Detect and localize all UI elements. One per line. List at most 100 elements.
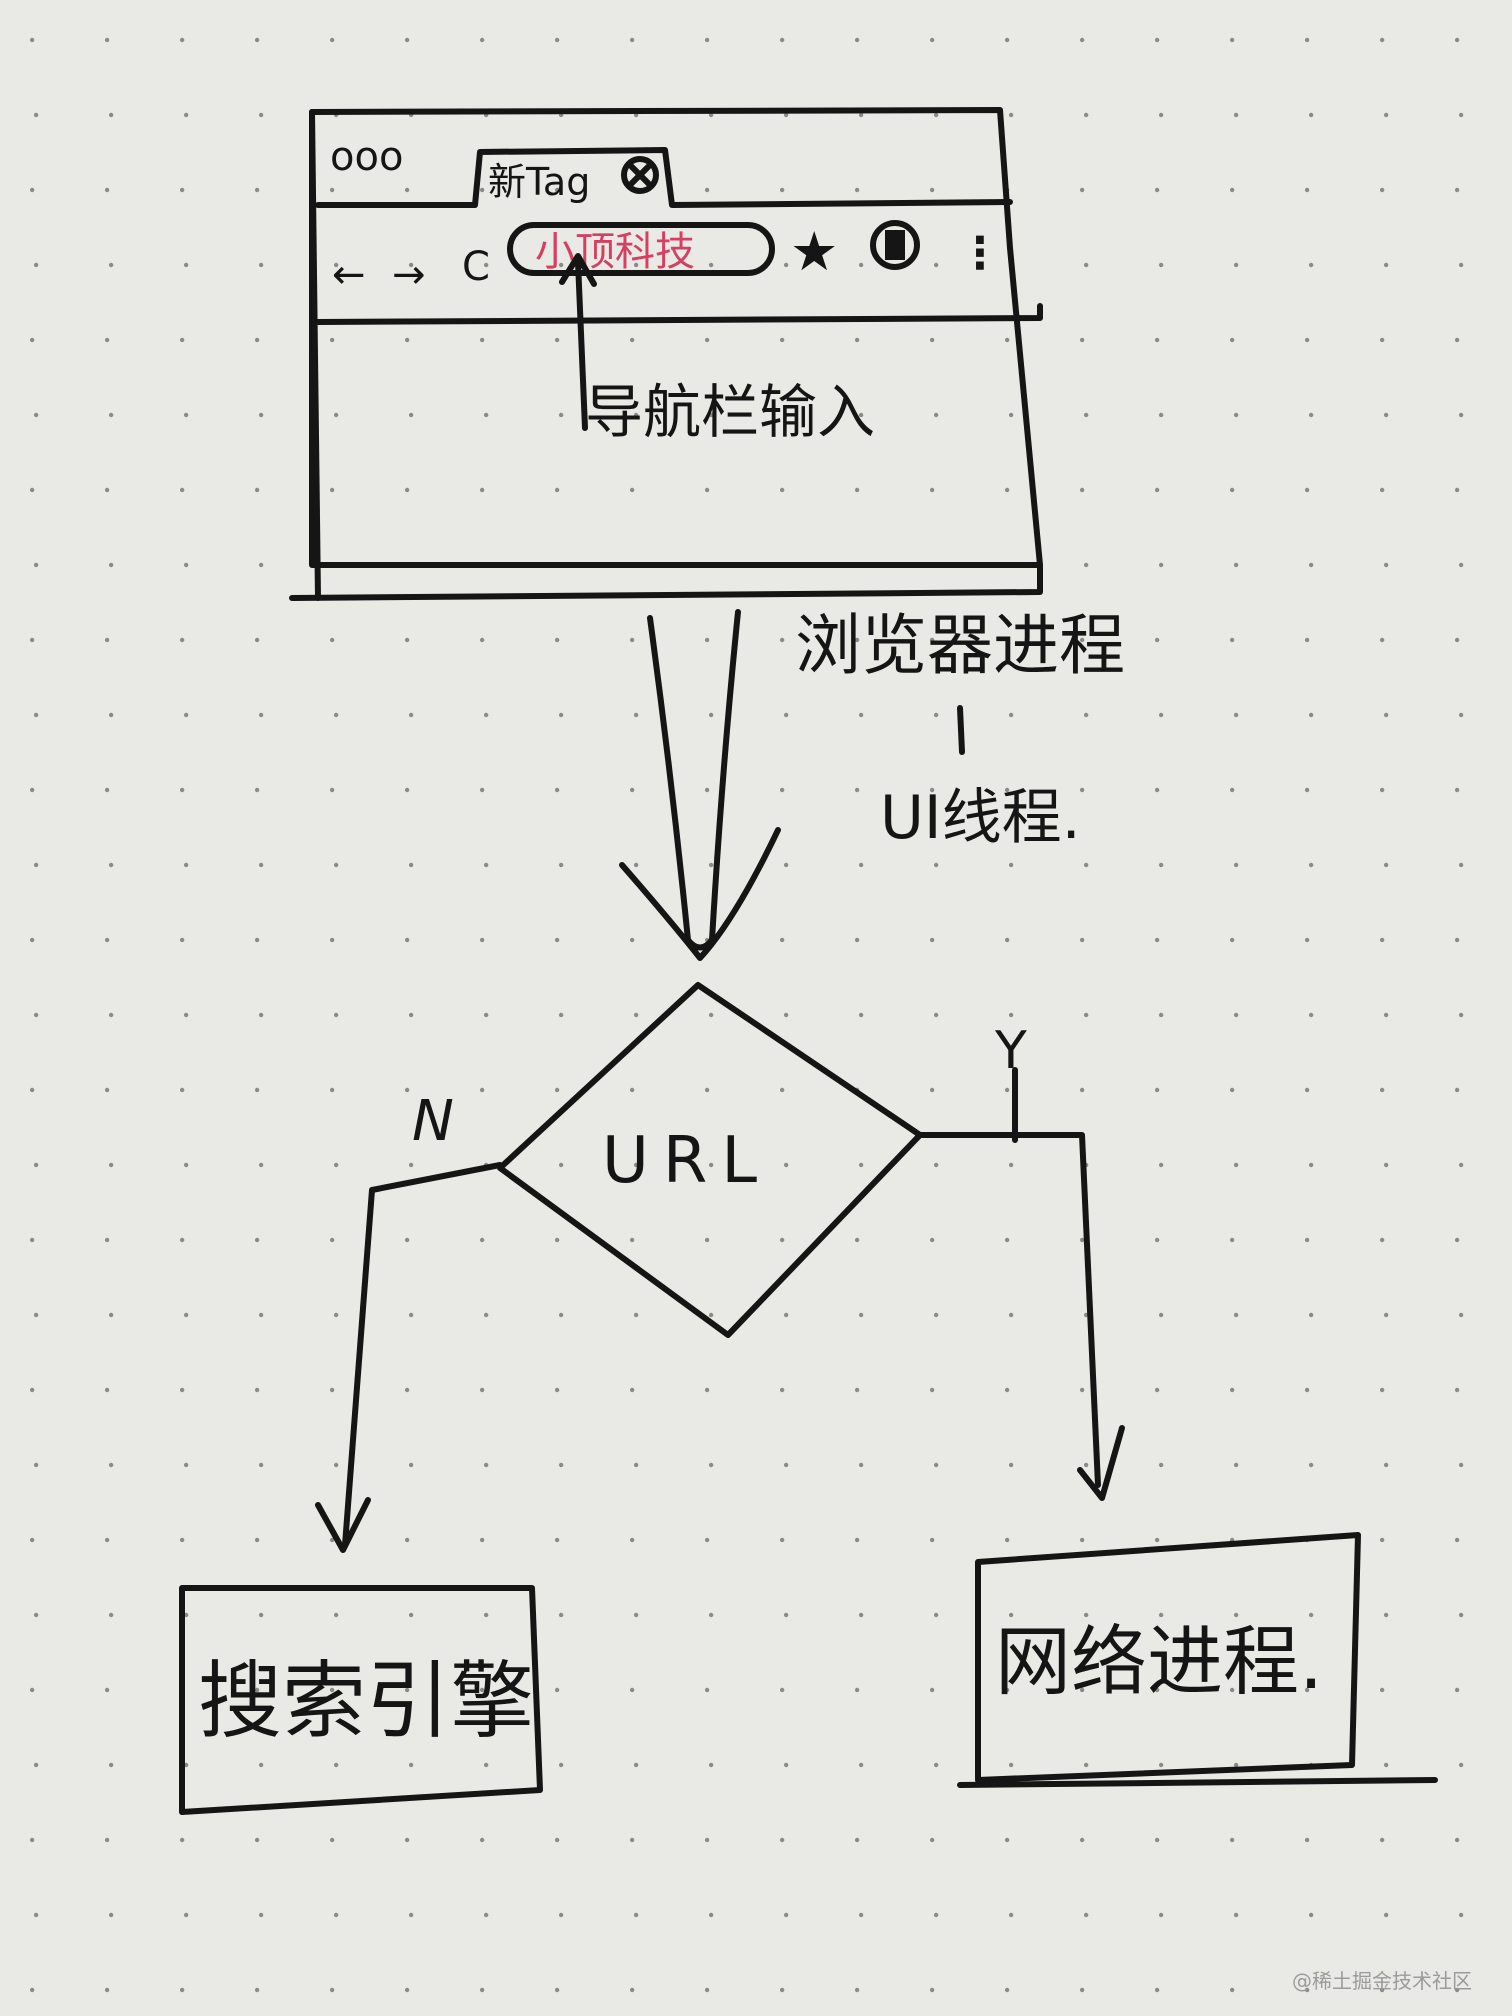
- grid-dot: [108, 412, 114, 418]
- network-process-box[interactable]: [975, 1532, 1361, 1783]
- grid-dot: [1229, 637, 1235, 643]
- grid-dot: [258, 262, 264, 268]
- grid-dot: [1233, 1312, 1239, 1318]
- refresh-icon[interactable]: C: [462, 244, 490, 290]
- grid-dot: [333, 862, 339, 868]
- tab-close-icon[interactable]: [621, 156, 659, 194]
- grid-dot: [1379, 937, 1385, 943]
- grid-dot: [629, 1987, 635, 1993]
- grid-dot: [333, 1462, 339, 1468]
- grid-dot: [1454, 187, 1460, 193]
- grid-dot: [1233, 1912, 1239, 1918]
- grid-dot: [329, 937, 335, 943]
- grid-dot: [1158, 1162, 1164, 1168]
- forward-icon[interactable]: →: [392, 252, 426, 298]
- grid-dot: [1458, 562, 1464, 568]
- search-engine-box[interactable]: [179, 1585, 543, 1815]
- grid-dot: [258, 1312, 264, 1318]
- grid-dot: [933, 112, 939, 118]
- grid-dot: [929, 1237, 935, 1243]
- grid-dot: [29, 1087, 35, 1093]
- grid-dot: [483, 1462, 489, 1468]
- grid-dot: [1458, 1612, 1464, 1618]
- no-branch-line: [342, 1162, 503, 1548]
- grid-dot: [29, 37, 35, 43]
- grid-dot: [1004, 1237, 1010, 1243]
- grid-dot: [1154, 37, 1160, 43]
- grid-dot: [1158, 112, 1164, 118]
- decision-diamond[interactable]: [497, 982, 923, 1338]
- grid-dot: [1308, 1312, 1314, 1318]
- grid-dot: [558, 1012, 564, 1018]
- grid-dot: [1004, 337, 1010, 343]
- grid-dot: [854, 637, 860, 643]
- grid-dot: [1154, 337, 1160, 343]
- grid-dot: [179, 1987, 185, 1993]
- grid-dot: [404, 337, 410, 343]
- grid-dot: [1004, 1687, 1010, 1693]
- menu-icon[interactable]: ⋮: [958, 228, 1002, 279]
- grid-dot: [629, 487, 635, 493]
- grid-dot: [33, 1762, 39, 1768]
- grid-dot: [558, 1612, 564, 1618]
- grid-dot: [779, 1537, 785, 1543]
- grid-dot: [554, 37, 560, 43]
- grid-dot: [1154, 1687, 1160, 1693]
- grid-dot: [254, 637, 260, 643]
- address-bar[interactable]: [507, 222, 775, 276]
- grid-dot: [479, 1837, 485, 1843]
- grid-dot: [258, 1012, 264, 1018]
- grid-dot: [708, 1912, 714, 1918]
- grid-dot: [1233, 712, 1239, 718]
- grid-dot: [333, 1762, 339, 1768]
- grid-dot: [179, 787, 185, 793]
- grid-dot: [254, 1837, 260, 1843]
- grid-dot: [408, 1312, 414, 1318]
- profile-icon[interactable]: [870, 220, 920, 270]
- grid-dot: [558, 1462, 564, 1468]
- grid-dot: [333, 1012, 339, 1018]
- grid-dot: [333, 712, 339, 718]
- grid-dot: [854, 337, 860, 343]
- grid-dot: [1083, 1462, 1089, 1468]
- grid-dot: [933, 1912, 939, 1918]
- grid-dot: [1008, 1612, 1014, 1618]
- grid-dot: [1304, 337, 1310, 343]
- grid-dot: [333, 412, 339, 418]
- grid-dot: [104, 1687, 110, 1693]
- grid-dot: [779, 1987, 785, 1993]
- grid-dot: [329, 37, 335, 43]
- yes-branch-arrowhead: [1077, 1425, 1125, 1501]
- grid-dot: [183, 1612, 189, 1618]
- grid-dot: [1008, 1312, 1014, 1318]
- grid-dot: [1379, 37, 1385, 43]
- grid-dot: [1079, 1237, 1085, 1243]
- grid-dot: [1158, 862, 1164, 868]
- grid-dot: [1154, 787, 1160, 793]
- no-label: N: [412, 1089, 454, 1154]
- grid-dot: [779, 637, 785, 643]
- grid-dot: [1454, 487, 1460, 493]
- back-icon[interactable]: ←: [332, 252, 366, 298]
- process-connector: [957, 705, 965, 755]
- grid-dot: [1233, 562, 1239, 568]
- grid-dot: [1454, 1837, 1460, 1843]
- grid-dot: [1083, 862, 1089, 868]
- grid-dot: [1304, 1837, 1310, 1843]
- grid-dot: [704, 1387, 710, 1393]
- grid-dot: [329, 637, 335, 643]
- toolbar-line: [315, 303, 1043, 325]
- grid-dot: [1383, 862, 1389, 868]
- grid-dot: [108, 1012, 114, 1018]
- grid-dot: [1304, 937, 1310, 943]
- tab-label[interactable]: 新Tag: [488, 160, 590, 204]
- grid-dot: [1383, 1912, 1389, 1918]
- grid-dot: [779, 487, 785, 493]
- star-icon[interactable]: ★: [790, 220, 838, 283]
- grid-dot: [554, 187, 560, 193]
- grid-dot: [1383, 1162, 1389, 1168]
- grid-dot: [1008, 1912, 1014, 1918]
- grid-dot: [33, 412, 39, 418]
- grid-dot: [33, 1912, 39, 1918]
